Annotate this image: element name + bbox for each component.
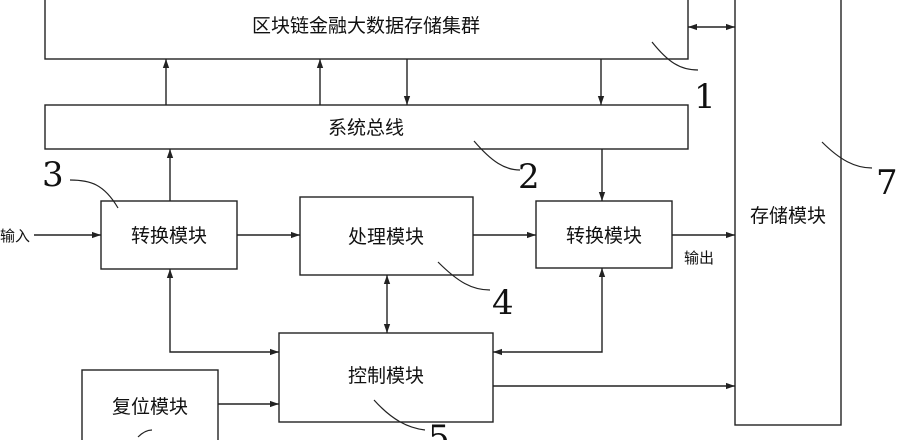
converter-in-control-arrow — [166, 269, 279, 356]
system-bus-label: 系统总线 — [328, 117, 404, 139]
ref-1: 1 — [694, 77, 716, 117]
processing-box — [299, 196, 474, 276]
cluster-box — [44, 0, 689, 60]
storage-label: 存储模块 — [750, 205, 826, 227]
ref-2: 2 — [518, 157, 540, 197]
converter-out-control-arrow — [493, 268, 606, 356]
cluster-label: 区块链金融大数据存储集群 — [252, 15, 480, 37]
output-label: 输出 — [684, 249, 714, 267]
leader-4 — [437, 261, 491, 291]
leader-7 — [821, 141, 873, 169]
storage-box — [734, 0, 842, 426]
reset-label: 复位模块 — [112, 396, 188, 418]
input-label: 输入 — [0, 227, 30, 245]
control-box — [278, 332, 494, 423]
leader-5 — [373, 399, 426, 431]
leader-2 — [473, 140, 521, 171]
processing-label: 处理模块 — [348, 226, 424, 248]
ref-3: 3 — [42, 155, 64, 195]
output-converter-label: 转换模块 — [566, 225, 642, 247]
reset-box — [81, 369, 219, 440]
ref-5: 5 — [428, 418, 450, 440]
ref-4: 4 — [492, 283, 514, 323]
input-converter-label: 转换模块 — [131, 225, 207, 247]
leader-6-partial — [137, 429, 153, 438]
system-bus-box — [44, 104, 689, 150]
leader-1 — [651, 41, 699, 71]
control-label: 控制模块 — [348, 365, 424, 387]
leader-3 — [69, 179, 119, 209]
ref-7: 7 — [876, 163, 898, 203]
